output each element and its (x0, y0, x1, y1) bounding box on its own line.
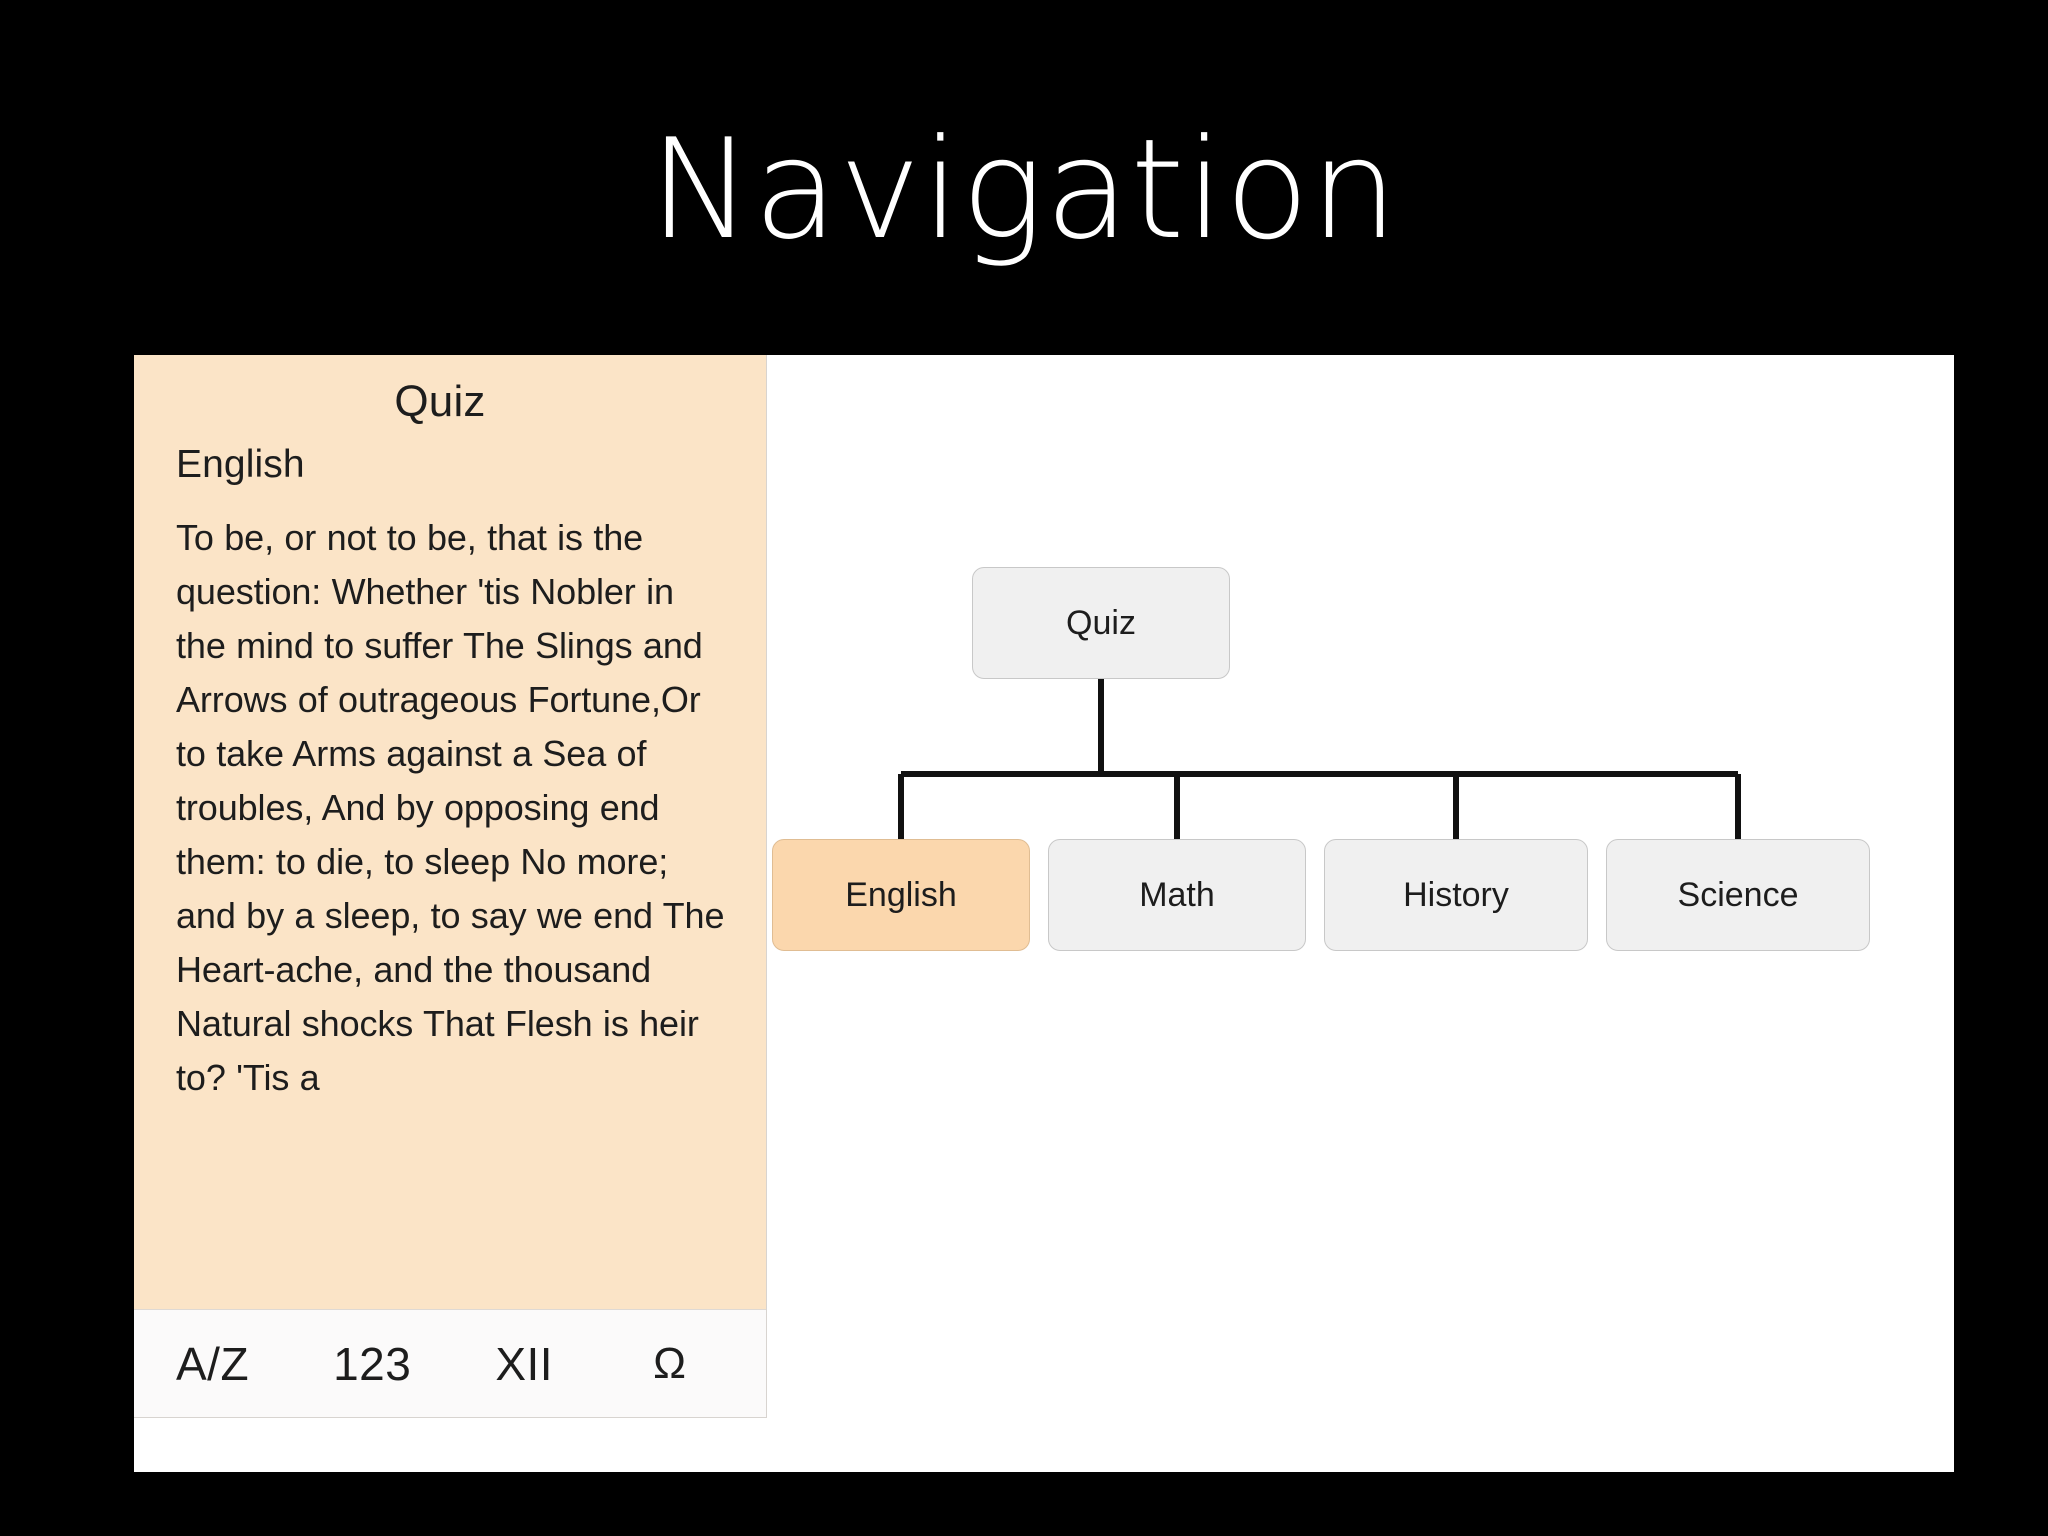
tree-node-quiz[interactable]: Quiz (972, 567, 1230, 679)
tree-node-english[interactable]: English (772, 839, 1030, 951)
quiz-panel-body: Quiz English To be, or not to be, that i… (134, 355, 766, 1309)
tree-node-history[interactable]: History (1324, 839, 1588, 951)
quiz-panel-heading: Quiz (394, 377, 486, 426)
numbers-mode-button[interactable]: 123 (333, 1337, 412, 1390)
quiz-panel: Quiz English To be, or not to be, that i… (134, 355, 767, 1418)
page-title: Navigation (649, 109, 1399, 270)
tree-node-math[interactable]: Math (1048, 839, 1306, 951)
symbols-mode-button[interactable]: Ω (653, 1338, 687, 1388)
tree-connectors (898, 679, 1741, 839)
quiz-toolbar: A/Z 123 XII Ω (134, 1309, 766, 1417)
quiz-subject-label: English (176, 443, 305, 486)
alphabet-mode-button[interactable]: A/Z (176, 1337, 250, 1390)
quiz-passage-text: To be, or not to be, that is the questio… (176, 517, 725, 1098)
tree-node-science[interactable]: Science (1606, 839, 1870, 951)
content-card: Quiz English To be, or not to be, that i… (134, 355, 1954, 1472)
navigation-tree: Quiz English Math History Science (767, 355, 1954, 1472)
roman-numerals-mode-button[interactable]: XII (495, 1337, 554, 1390)
